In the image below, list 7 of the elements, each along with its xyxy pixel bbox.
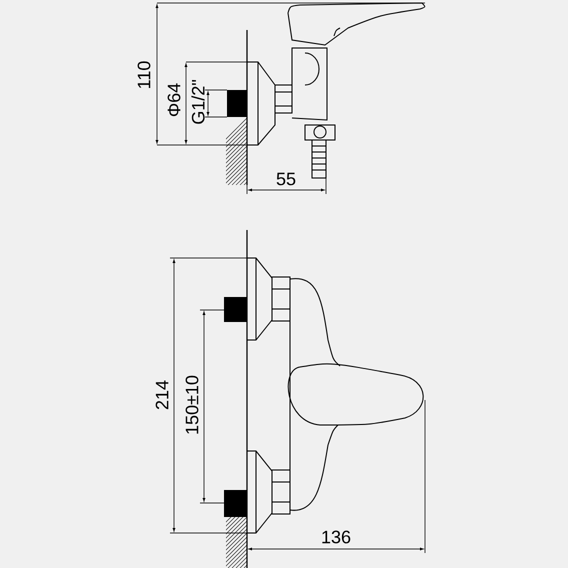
dimension-label: G1/2" bbox=[191, 80, 205, 124]
dimension-label: Φ64 bbox=[168, 83, 180, 116]
dimension-label: 55 bbox=[276, 172, 296, 186]
dimension-label: 150±10 bbox=[186, 376, 198, 434]
dimension-label: 136 bbox=[322, 530, 350, 544]
dimension-label: 214 bbox=[156, 380, 168, 410]
dimension-label: 110 bbox=[138, 61, 150, 88]
